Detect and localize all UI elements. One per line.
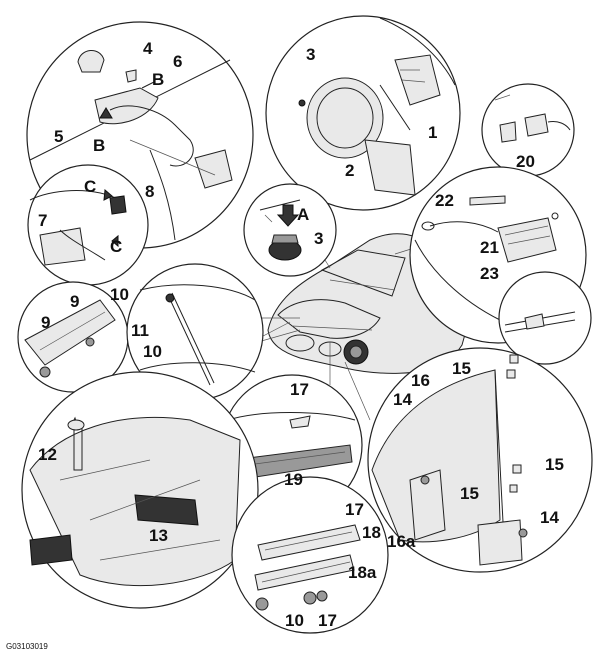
callout-c-15-c: 15 [460,484,479,503]
callout-c-18a: 18a [348,563,377,582]
callout-c-9-right: 9 [70,292,79,311]
callout-c-14-a: 14 [393,390,412,409]
callout-c-10-c: 10 [285,611,304,630]
callout-c-13: 13 [149,526,168,545]
callout-c-11: 11 [131,321,149,340]
callout-c-9-left: 9 [41,313,50,332]
callout-c-4: 4 [143,39,153,58]
callout-c-2: 2 [345,161,354,180]
callout-c-7: 7 [38,211,47,230]
callout-c-15-a: 15 [452,359,471,378]
callout-c-3-mid: 3 [314,229,323,248]
callout-c-1: 1 [428,123,437,142]
callout-c-c-top: C [84,177,96,196]
callout-c-17-b: 17 [345,500,364,519]
callout-c-5: 5 [54,127,63,146]
callout-c-22: 22 [435,191,454,210]
callout-c-c-bottom: C [110,237,122,256]
callout-c-a: A [297,205,309,224]
reference-code: G03103019 [6,642,48,651]
callout-c-10-b: 10 [143,342,162,361]
detail-circle-clip-a [243,183,337,277]
detail-circle-latch-release [27,164,149,286]
callout-c-10-a: 10 [110,285,129,304]
callout-c-16: 16 [411,371,430,390]
callout-c-15-b: 15 [545,455,564,474]
callout-c-16a: 16a [387,532,416,551]
callout-c-14-b: 14 [540,508,559,527]
callout-c-6: 6 [173,52,182,71]
callout-c-19: 19 [284,470,303,489]
detail-circle-cable-end [498,271,592,365]
detail-circle-wheelhouse-liner [21,371,259,609]
detail-circle-bracket [17,281,129,393]
callout-c-3-top: 3 [306,45,315,64]
callout-c-17-a: 17 [290,380,309,399]
detail-circle-hood-strut [126,263,264,401]
callout-c-b-left: B [93,136,105,155]
callout-c-17-c: 17 [318,611,337,630]
callout-c-23: 23 [480,264,499,283]
callout-c-18: 18 [362,523,381,542]
detail-circle-crossmember [231,476,389,634]
callout-c-8: 8 [145,182,154,201]
callout-c-b-top: B [152,70,164,89]
detail-circle-front-fender [367,347,593,573]
callout-c-21: 21 [480,238,499,257]
callout-c-12: 12 [38,445,57,464]
detail-circle-fuel-door [265,15,461,211]
callout-c-20: 20 [516,152,535,171]
